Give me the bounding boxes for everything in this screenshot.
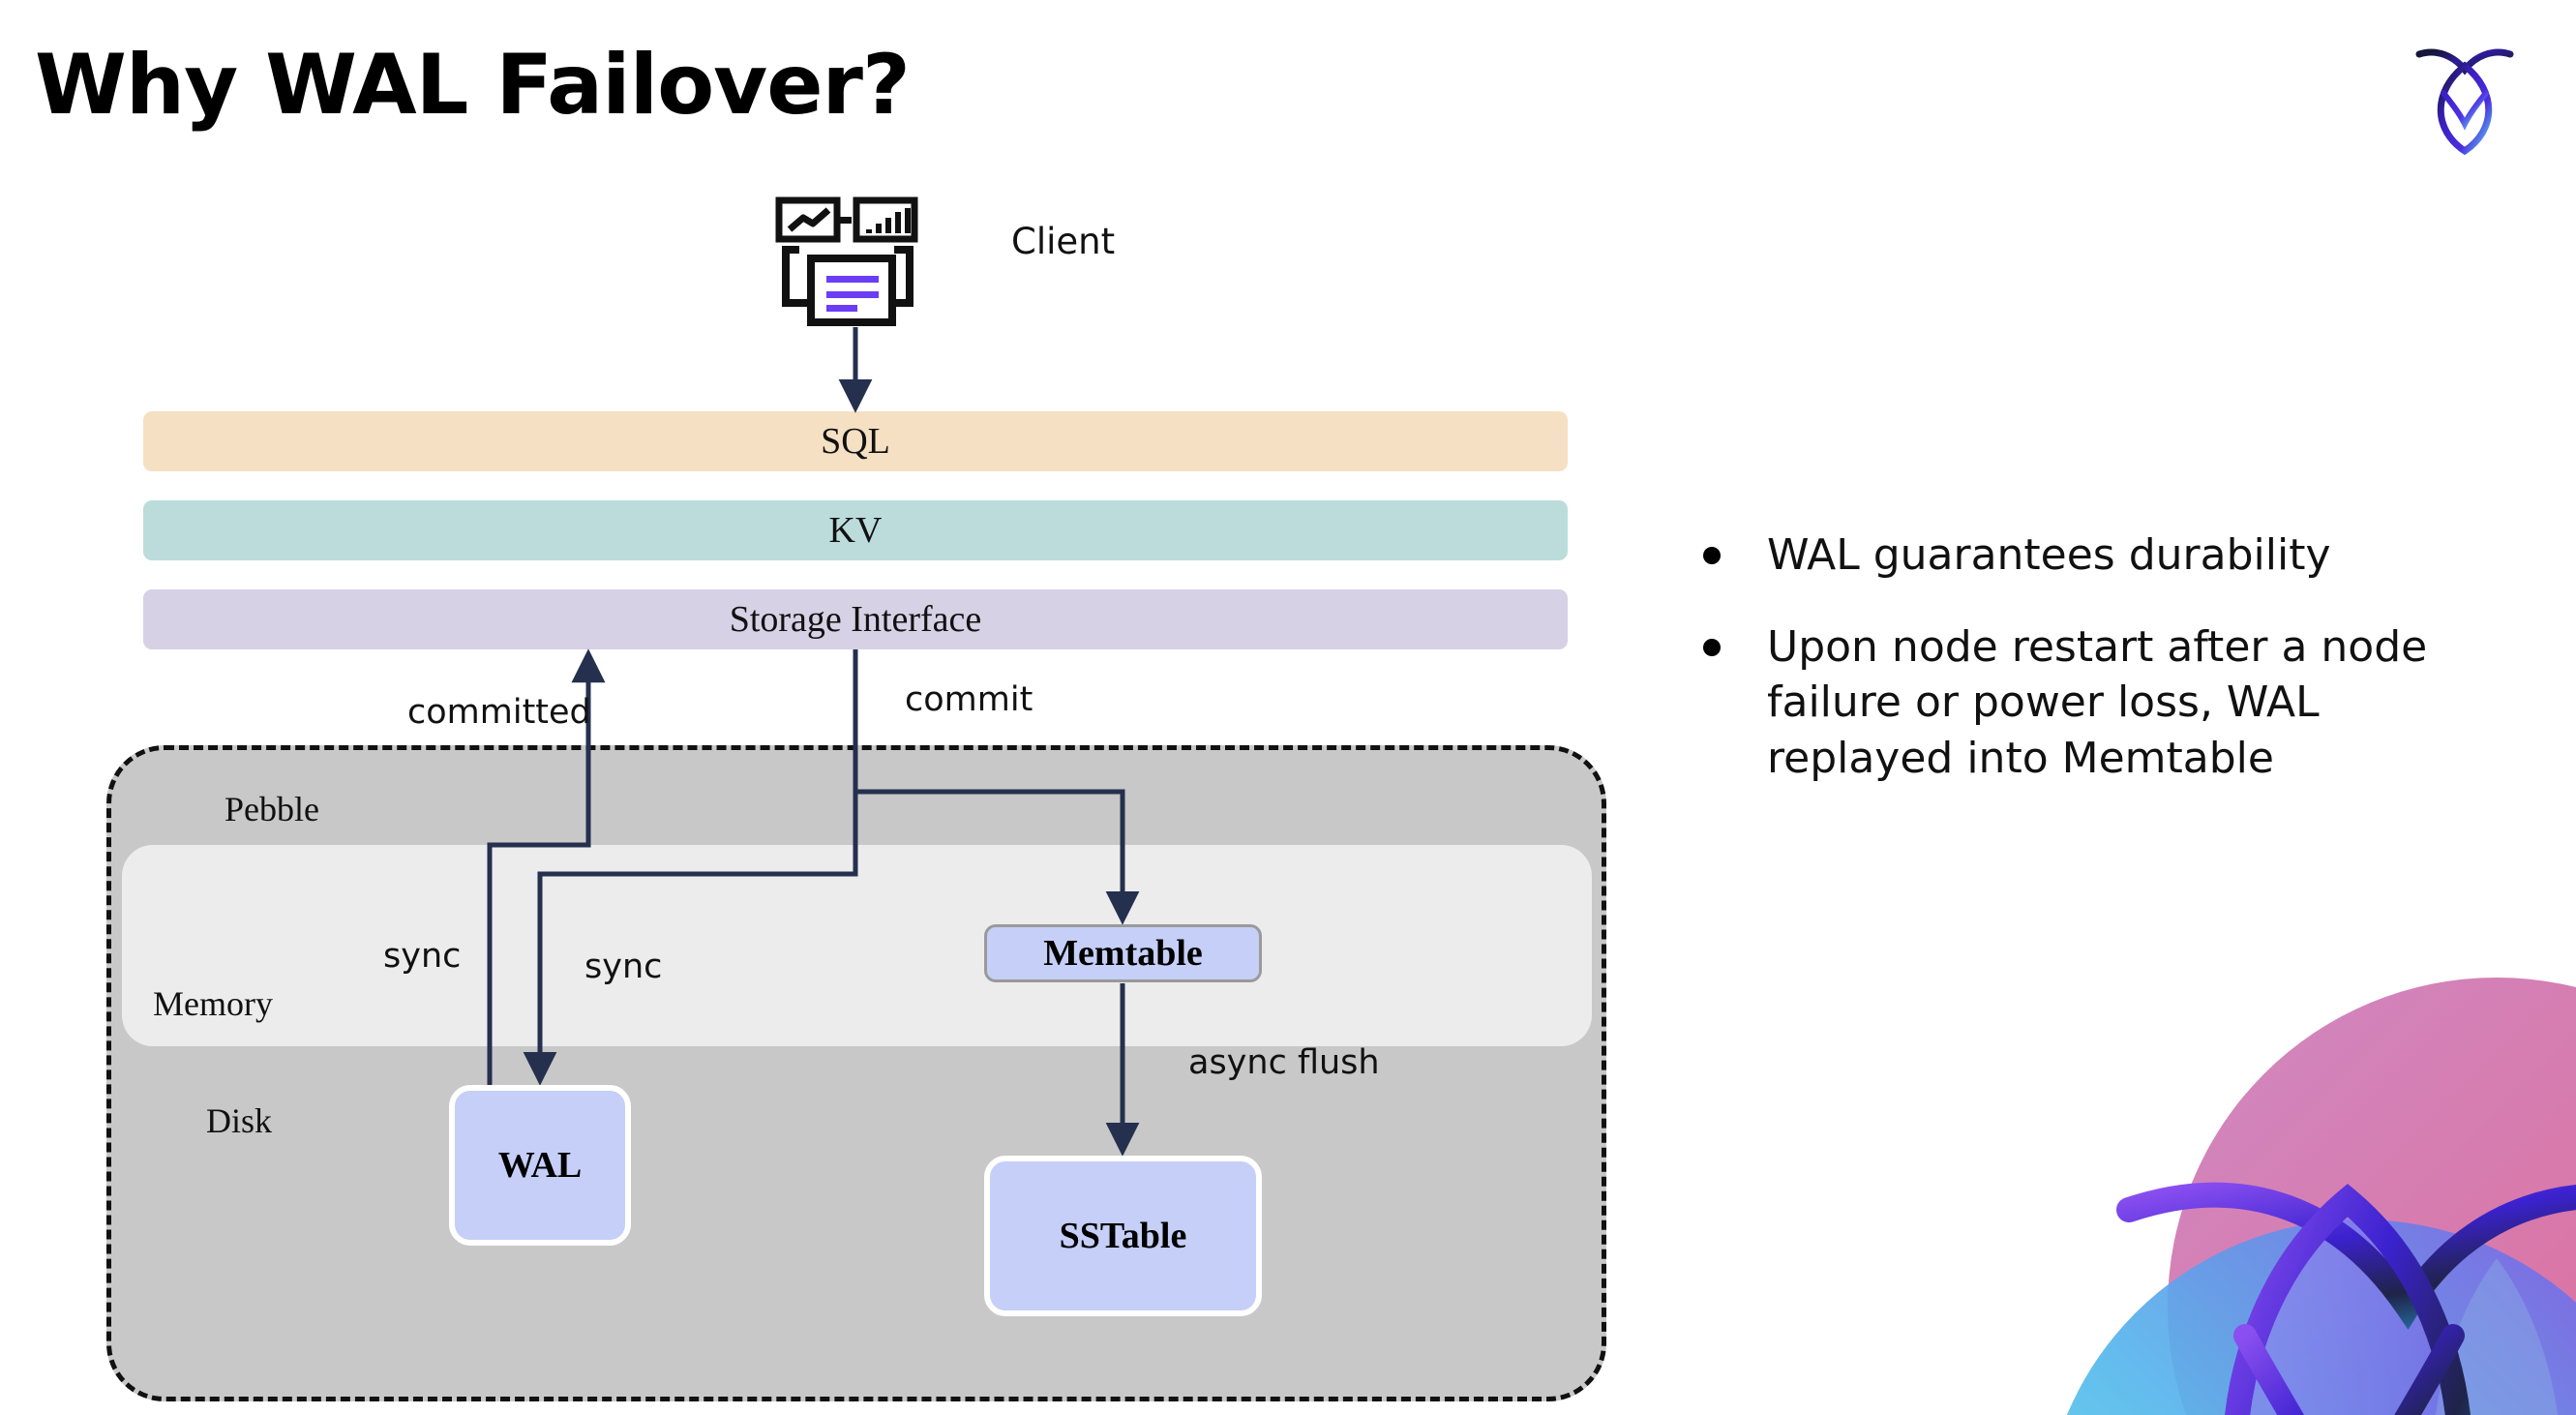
layer-bar-kv-label: KV xyxy=(828,510,883,551)
node-sstable-label: SSTable xyxy=(1059,1216,1187,1256)
pebble-label: Pebble xyxy=(225,790,319,828)
client-dashboard-icon xyxy=(774,196,927,332)
layer-bar-kv: KV xyxy=(143,500,1568,560)
disk-label: Disk xyxy=(206,1101,273,1140)
list-item: WAL guarantees durability xyxy=(1703,527,2506,583)
client-label: Client xyxy=(1011,221,1116,262)
layer-bar-storage-interface-label: Storage Interface xyxy=(729,599,982,640)
edge-label-async-flush: async flush xyxy=(1188,1043,1380,1082)
bullet-dot-icon xyxy=(1703,639,1721,657)
node-memtable: Memtable xyxy=(984,924,1262,982)
node-wal-label: WAL xyxy=(497,1145,583,1186)
bullet-text: Upon node restart after a node failure o… xyxy=(1767,622,2428,783)
list-item: Upon node restart after a node failure o… xyxy=(1703,619,2506,786)
bullet-list: WAL guarantees durability Upon node rest… xyxy=(1703,527,2506,823)
edge-label-committed: committed xyxy=(407,693,591,732)
cockroachdb-logo-icon xyxy=(2411,37,2518,156)
edge-label-sync-write: sync xyxy=(584,948,663,986)
layer-bar-sql-label: SQL xyxy=(821,421,890,462)
pebble-container xyxy=(106,745,1606,1401)
layer-bar-sql: SQL xyxy=(143,411,1568,471)
bullet-text: WAL guarantees durability xyxy=(1767,530,2331,580)
memory-region xyxy=(122,845,1592,1046)
node-sstable: SSTable xyxy=(984,1156,1262,1316)
cockroachdb-watermark-icon xyxy=(1955,919,2576,1415)
edge-label-sync-ack: sync xyxy=(383,937,462,976)
edge-label-commit: commit xyxy=(905,680,1033,719)
node-wal: WAL xyxy=(449,1085,631,1246)
layer-bar-storage-interface: Storage Interface xyxy=(143,589,1568,649)
page-title: Why WAL Failover? xyxy=(35,37,911,134)
node-memtable-label: Memtable xyxy=(1043,933,1203,974)
bullet-dot-icon xyxy=(1703,547,1721,564)
memory-label: Memory xyxy=(153,984,273,1023)
